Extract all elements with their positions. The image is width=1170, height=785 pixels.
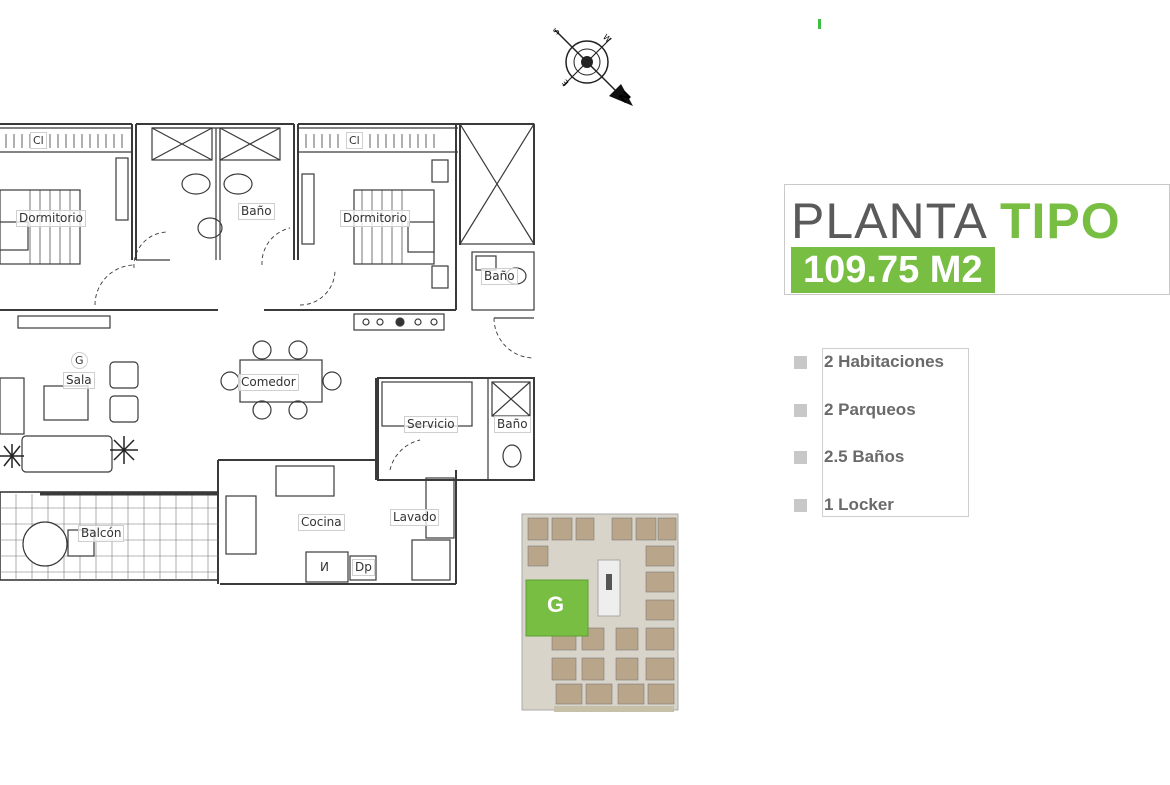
- room-lavado: Lavado: [390, 509, 440, 526]
- key-plan-drawing: [521, 513, 679, 712]
- gas-mark: G: [71, 352, 88, 369]
- features-frame: [822, 348, 969, 517]
- feature-label: 2.5 Baños: [824, 447, 905, 466]
- room-dormitorio-2: Dormitorio: [340, 210, 410, 227]
- room-bano-3: Baño: [494, 416, 531, 433]
- feature-item: 2 Parqueos: [794, 398, 916, 422]
- floor-plan: N S E W Cl Cl Dormitorio Baño Dormitorio…: [0, 27, 635, 585]
- room-sala: Sala: [63, 372, 95, 389]
- room-servicio: Servicio: [404, 416, 458, 433]
- closet-hatch-left: [0, 127, 132, 153]
- pantry-label: Dp: [352, 559, 375, 576]
- room-bano-2: Baño: [481, 268, 518, 285]
- feature-item: 2.5 Baños: [794, 445, 904, 469]
- feature-item: 1 Locker: [794, 493, 894, 517]
- feature-label: 1 Locker: [824, 495, 894, 514]
- closet-hatch-right: [298, 127, 458, 153]
- green-marker: [818, 19, 821, 29]
- building-key-plan: G: [456, 508, 756, 713]
- room-balcon: Balcón: [78, 525, 125, 542]
- bullet-square-icon: [794, 403, 807, 417]
- room-comedor: Comedor: [238, 374, 299, 391]
- floor-plan-drawing: [0, 29, 633, 585]
- feature-label: 2 Habitaciones: [824, 352, 944, 371]
- bullet-square-icon: [794, 498, 807, 512]
- title-word-tipo: TIPO: [999, 193, 1121, 249]
- fridge-label: И: [318, 560, 331, 575]
- closet-label-1: Cl: [30, 132, 47, 149]
- key-plan-unit-letter: G: [547, 592, 565, 617]
- area-badge: 109.75 M2: [791, 247, 995, 293]
- room-dormitorio-1: Dormitorio: [16, 210, 86, 227]
- plan-title: PLANTA TIPO: [791, 195, 1121, 247]
- room-bano-1: Baño: [238, 203, 275, 220]
- plan-title-box: PLANTA TIPO 109.75 M2: [784, 184, 1170, 295]
- closet-label-2: Cl: [346, 132, 363, 149]
- bullet-square-icon: [794, 450, 807, 464]
- feature-item: 2 Habitaciones: [794, 350, 944, 374]
- compass-rose-icon: [554, 29, 633, 106]
- room-cocina: Cocina: [298, 514, 345, 531]
- plant-icon: [0, 436, 138, 468]
- feature-label: 2 Parqueos: [824, 400, 916, 419]
- title-word-planta: PLANTA: [791, 193, 986, 249]
- bullet-square-icon: [794, 355, 807, 369]
